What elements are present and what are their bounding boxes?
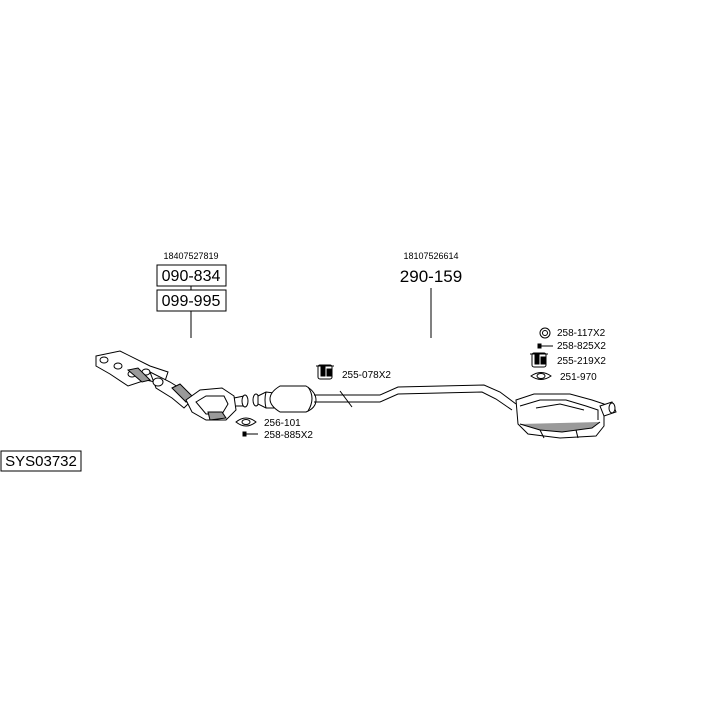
rear-oem-number: 18107526614 (403, 251, 458, 261)
rear-silencer-part[interactable] (515, 393, 617, 439)
system-code: SYS03732 (5, 453, 77, 470)
label-258-885x2[interactable]: 258-885X2 (264, 430, 313, 441)
front-oem-number: 18407527819 (163, 251, 218, 261)
part-number-290-159[interactable]: 290-159 (400, 267, 462, 286)
label-258-825x2[interactable]: 258-825X2 (557, 341, 606, 352)
pipe-cut-mark (339, 390, 353, 408)
mid-hanger-icon[interactable] (316, 364, 334, 380)
rear-gasket-icon[interactable] (530, 372, 552, 380)
part-number-090-834[interactable]: 090-834 (162, 268, 221, 285)
front-bolt-icon[interactable] (242, 431, 258, 437)
part-number-099-995[interactable]: 099-995 (162, 293, 221, 310)
front-gasket-icon[interactable] (235, 417, 257, 427)
rear-bolt-icon[interactable] (537, 343, 553, 349)
centre-catalyst-part[interactable] (252, 385, 330, 413)
system-code-box (0, 450, 82, 472)
label-258-117x2[interactable]: 258-117X2 (557, 328, 606, 339)
label-256-101[interactable]: 256-101 (264, 418, 301, 429)
label-251-970[interactable]: 251-970 (560, 372, 597, 383)
front-catalytic-converter-part[interactable] (185, 387, 249, 421)
rear-hanger-icon[interactable] (530, 352, 548, 368)
rear-ring-icon[interactable] (539, 327, 551, 339)
rear-pipe-part[interactable] (330, 384, 517, 411)
label-255-219x2[interactable]: 255-219X2 (557, 356, 606, 367)
exhaust-manifold-part[interactable] (95, 350, 193, 409)
label-255-078x2[interactable]: 255-078X2 (342, 370, 391, 381)
